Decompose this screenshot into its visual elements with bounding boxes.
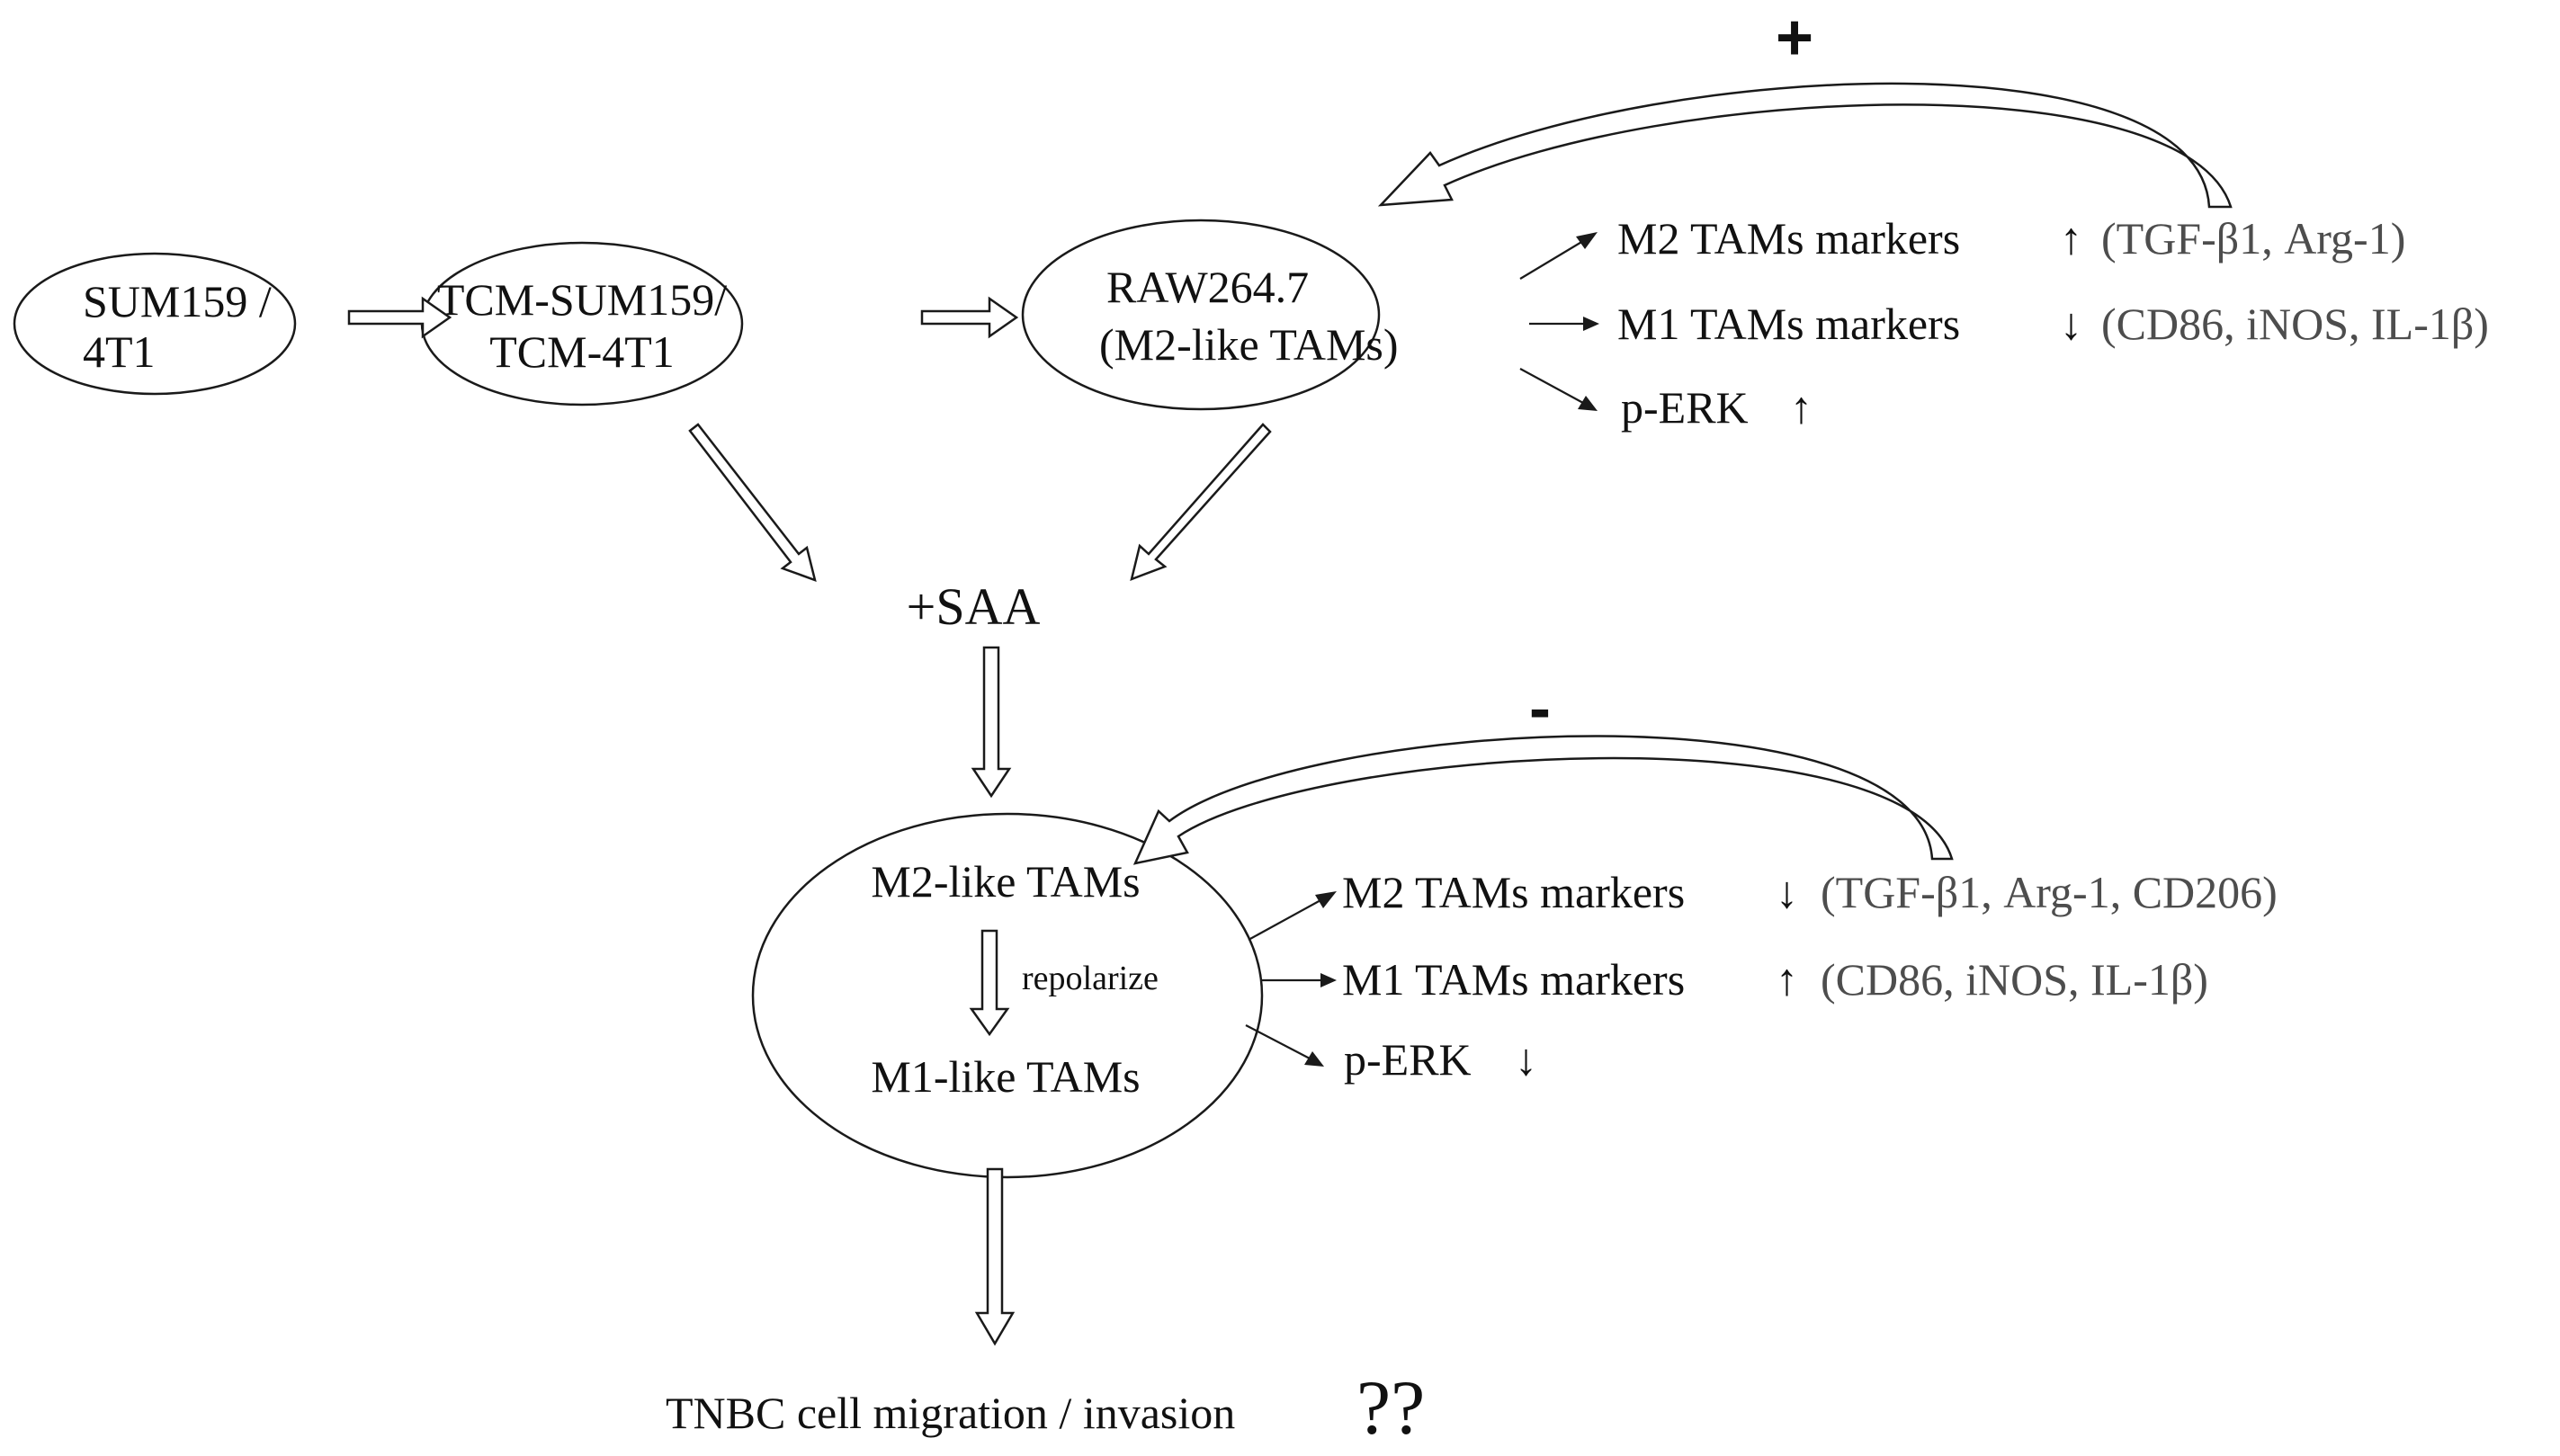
lower-effect-arrows [1245, 891, 1337, 1067]
upper-m1-markers: (CD86, iNOS, IL-1β) [2101, 299, 2489, 349]
upper-m1-label: M1 TAMs markers [1617, 299, 1960, 349]
arrow-tcm-to-raw264 [920, 296, 1019, 339]
negative-feedback-arrow [1132, 735, 1954, 865]
upper-effect-perk: p-ERK ↑ [1621, 382, 1813, 433]
arrow-tcm-to-saa [688, 423, 817, 582]
lower-effect-m2: M2 TAMs markers ↓ (TGF-β1, Arg-1, CD206) [1342, 867, 2278, 917]
m1-like-tams-label: M1-like TAMs [871, 1051, 1140, 1102]
upper-perk-label: p-ERK [1621, 382, 1749, 433]
negative-feedback-sign: - [1529, 673, 1551, 745]
arrow-sum159-to-tcm [347, 296, 452, 339]
node-raw264: RAW264.7 (M2-like TAMs) [1021, 219, 1399, 411]
upper-m2-direction-up-icon: ↑ [2060, 213, 2082, 264]
arrow-raw264-to-saa [1130, 423, 1272, 582]
arrow-tams-to-outcome [974, 1167, 1016, 1346]
saa-label: +SAA [907, 577, 1041, 636]
repolarize-label: repolarize [1022, 960, 1159, 997]
upper-m1-direction-down-icon: ↓ [2060, 299, 2082, 349]
lower-perk-direction-down-icon: ↓ [1515, 1034, 1537, 1085]
upper-effect-m1: M1 TAMs markers ↓ (CD86, iNOS, IL-1β) [1617, 299, 2489, 349]
upper-m2-label: M2 TAMs markers [1617, 213, 1960, 264]
m2-like-tams-label: M2-like TAMs [871, 856, 1140, 907]
node-tcm-label-line1: TCM-SUM159/ [437, 274, 727, 325]
node-m2-m1-tams: M2-like TAMs repolarize M1-like TAMs [751, 812, 1264, 1179]
node-sum159-4t1: SUM159 / 4T1 [13, 252, 297, 396]
repolarize-arrow [969, 929, 1010, 1037]
lower-m2-direction-down-icon: ↓ [1776, 867, 1798, 917]
lower-m1-label: M1 TAMs markers [1342, 954, 1685, 1005]
upper-effect-arrows [1519, 232, 1599, 411]
outcome-question-mark: ?? [1356, 1364, 1425, 1451]
lower-m1-markers: (CD86, iNOS, IL-1β) [1821, 954, 2208, 1005]
node-sum159-label-line2: 4T1 [83, 326, 156, 377]
arrow-saa-to-m2 [971, 646, 1012, 799]
node-raw264-label-line1: RAW264.7 [1106, 262, 1309, 312]
upper-effect-m2: M2 TAMs markers ↑ (TGF-β1, Arg-1) [1617, 213, 2405, 264]
lower-perk-label: p-ERK [1344, 1034, 1472, 1085]
node-tcm: TCM-SUM159/ TCM-4T1 [420, 241, 744, 406]
node-sum159-label-line1: SUM159 / [83, 276, 272, 326]
outcome-label: TNBC cell migration / invasion [666, 1388, 1235, 1438]
positive-feedback-arrow [1377, 82, 2233, 209]
node-raw264-label-line2: (M2-like TAMs) [1099, 319, 1399, 370]
lower-m2-label: M2 TAMs markers [1342, 867, 1685, 917]
lower-effect-m1: M1 TAMs markers ↑ (CD86, iNOS, IL-1β) [1342, 954, 2208, 1005]
upper-perk-direction-up-icon: ↑ [1790, 382, 1813, 433]
node-tcm-label-line2: TCM-4T1 [489, 326, 675, 377]
lower-m2-markers: (TGF-β1, Arg-1, CD206) [1821, 867, 2278, 917]
upper-m2-markers: (TGF-β1, Arg-1) [2101, 213, 2405, 264]
lower-effect-perk: p-ERK ↓ [1344, 1034, 1537, 1085]
positive-feedback-sign: + [1776, 2, 1813, 74]
lower-m1-direction-up-icon: ↑ [1776, 954, 1798, 1005]
